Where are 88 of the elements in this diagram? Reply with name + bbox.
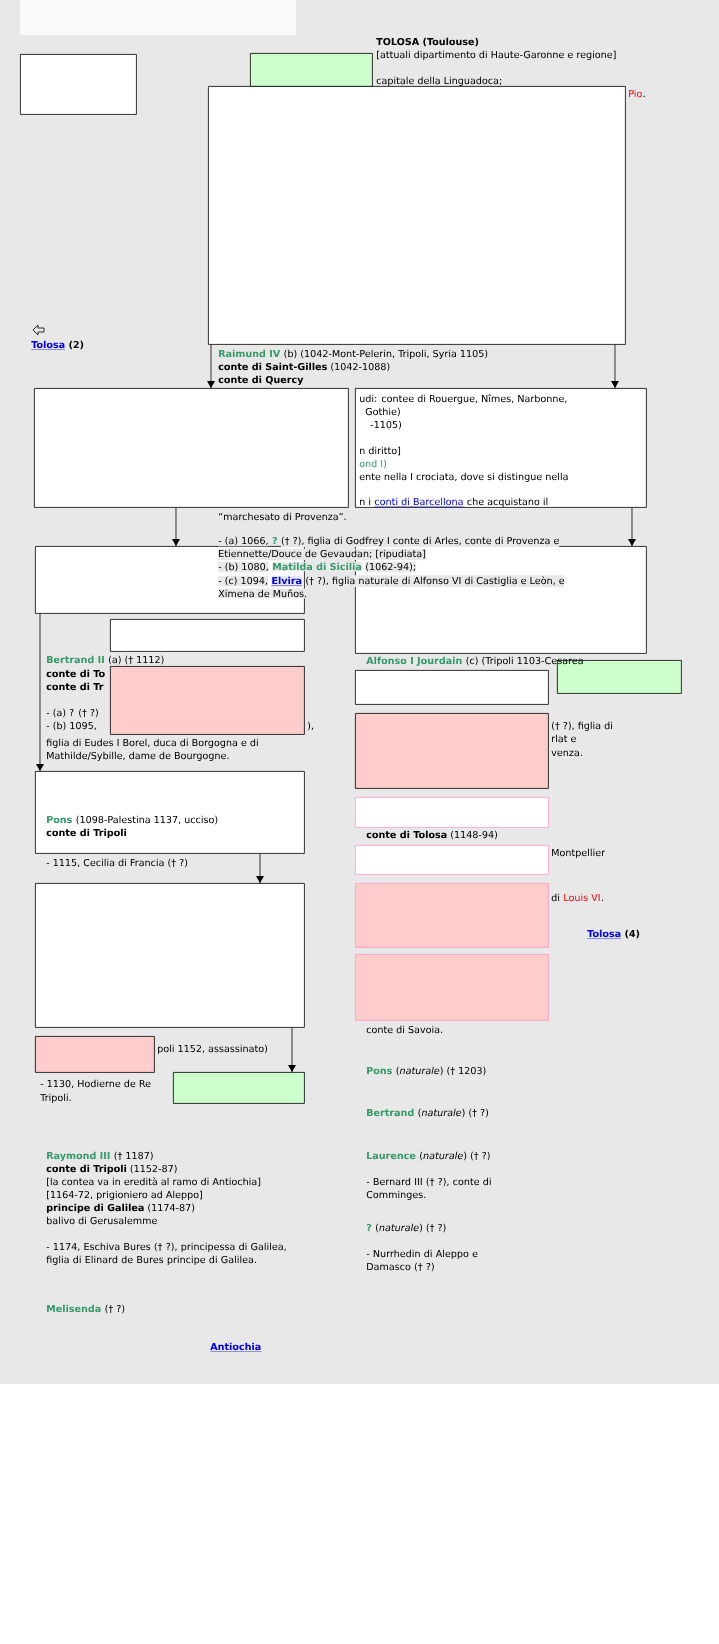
empty-box (250, 53, 373, 87)
entry-text: conte di Saint-Gilles (1042-1088) (218, 362, 390, 372)
entry-text: - (a) ? († ?) (46, 708, 98, 718)
entry-text: - Bernard III († ?), conte di Comminges. (366, 1177, 491, 1200)
person-name: ond I) (359, 459, 387, 469)
entry-text: principe di Galilea (1174-87) (47, 1203, 195, 1213)
entry-text: - Nurrhedin di Aleppo e Damasco († ?) (366, 1249, 478, 1272)
entry-text: (naturale) († ?) (418, 1108, 489, 1118)
person-name: Pons (367, 1067, 392, 1075)
entry-text: - (b) 1080, (218, 561, 269, 573)
entry-text: poli 1152, assassinato) (158, 1044, 268, 1054)
empty-box (355, 713, 549, 789)
entry-text: - (c) 1094, (218, 575, 268, 587)
empty-box (35, 771, 305, 854)
entry-text: [1164-72, prigioniero ad Aleppo] (47, 1190, 202, 1200)
empty-box (355, 954, 549, 1021)
entry-text: conte di Tripoli (46, 828, 127, 838)
person-name: Laurence (367, 1152, 416, 1160)
empty-box (110, 666, 305, 735)
entry-text: (naturale) († 1203) (396, 1066, 486, 1076)
entry-text: figlia di Eudes I Borel, duca di Borgogna e di (46, 738, 258, 748)
entry-text: († ?), figlia naturale di Alfonso VI di Castiglia e Leòn, e (305, 575, 565, 587)
entry-text: Mathilde/Sybille, dame de Bourgogne. (47, 751, 229, 761)
empty-box (35, 1036, 155, 1073)
arrow (628, 507, 636, 547)
link: Tolosa (31, 340, 66, 350)
person-name: Matilda di Sicilia (272, 561, 362, 572)
entry-text: - 1174, Eschiva Bures († ?), principessa di Galilea, figlia di Elinard de Bures principe di Galilea. (46, 1242, 286, 1265)
person-name: ? (366, 1223, 372, 1231)
entry-text: conte di Tripoli (1152-87) (46, 1164, 177, 1174)
entry-text: “marchesato di Provenza”. (219, 512, 346, 521)
arrow (172, 507, 180, 547)
entry-text: (1098-Palestina 1137, ucciso) (76, 815, 218, 825)
entry-text: († ?) (105, 1304, 125, 1314)
arrow (611, 344, 619, 389)
empty-box (34, 388, 349, 508)
entry-text: capitale della Linguadoca; (376, 76, 502, 86)
entry-text: che acquistano il (467, 497, 548, 507)
empty-box (355, 388, 647, 508)
empty-box (355, 797, 549, 828)
entry-text: - 1115, Cecilia di Francia († ?) (46, 858, 188, 868)
person-name: Bertrand (367, 1108, 414, 1117)
entry-text: ente nella I crociata, dove si distingue nella (359, 472, 568, 482)
empty-box (35, 883, 305, 1028)
entry-text: (naturale) († ?) (420, 1151, 490, 1161)
entry-text: [la contea va in eredità al ramo di Antiochia] (47, 1177, 261, 1187)
person-name: Raymond III (47, 1151, 110, 1162)
entry-text: n i (360, 497, 371, 505)
arrow (36, 613, 44, 772)
empty-box (355, 883, 549, 948)
entry-text: conte di Tolosa (1148-94) (366, 830, 498, 840)
link: conti di Barcellona (374, 497, 464, 507)
person-name: Bertrand II (47, 655, 104, 664)
entry-text: (c) (Tripoli 1103-Cesarea (466, 656, 583, 666)
person-name: Melisenda (47, 1304, 101, 1313)
arrow (256, 853, 264, 884)
entry-text: . (643, 95, 645, 97)
entry-text: -1105) (370, 420, 401, 430)
entry-text: (1062-94); (365, 561, 417, 573)
link: Antiochia (210, 1342, 262, 1352)
entry-text: balivo di Gerusalemme (47, 1216, 157, 1225)
entry-text: conte di Tr (46, 682, 104, 691)
entry-text: udi: contee di Rouergue, Nîmes, Narbonne, (360, 394, 567, 404)
entry-text: (a) († 1112) (109, 655, 164, 665)
arrow (288, 1027, 296, 1073)
entry-text: (2) (69, 340, 84, 350)
person-name: Alfonso I Jourdain (366, 656, 462, 666)
empty-box (208, 86, 626, 345)
entry-text: (naturale) († ?) (376, 1223, 446, 1233)
empty-box (173, 1072, 305, 1104)
entry-text: (4) (625, 929, 640, 939)
entry-text: . (602, 899, 604, 901)
empty-box (110, 619, 305, 652)
entry-text: [attuali dipartimento di Haute-Garonne e regione] (377, 50, 616, 60)
link: Tolosa (587, 929, 622, 939)
arrow (207, 344, 215, 389)
empty-box (20, 54, 137, 115)
entry-text: n diritto] (360, 446, 401, 456)
entry-text: di (551, 893, 560, 902)
entry-text: († 1187) (114, 1151, 153, 1161)
entry-text: - 1130, Hodierne de Re (40, 1079, 151, 1089)
entry-text: Louis VI (564, 893, 600, 902)
person-name: Pons (47, 816, 72, 824)
empty-box (355, 845, 549, 875)
entry-text: - (b) 1095, (46, 721, 96, 731)
entry-text: Gothie) (365, 407, 400, 417)
empty-box (355, 670, 549, 705)
entry-text: Tripoli. (40, 1093, 71, 1103)
